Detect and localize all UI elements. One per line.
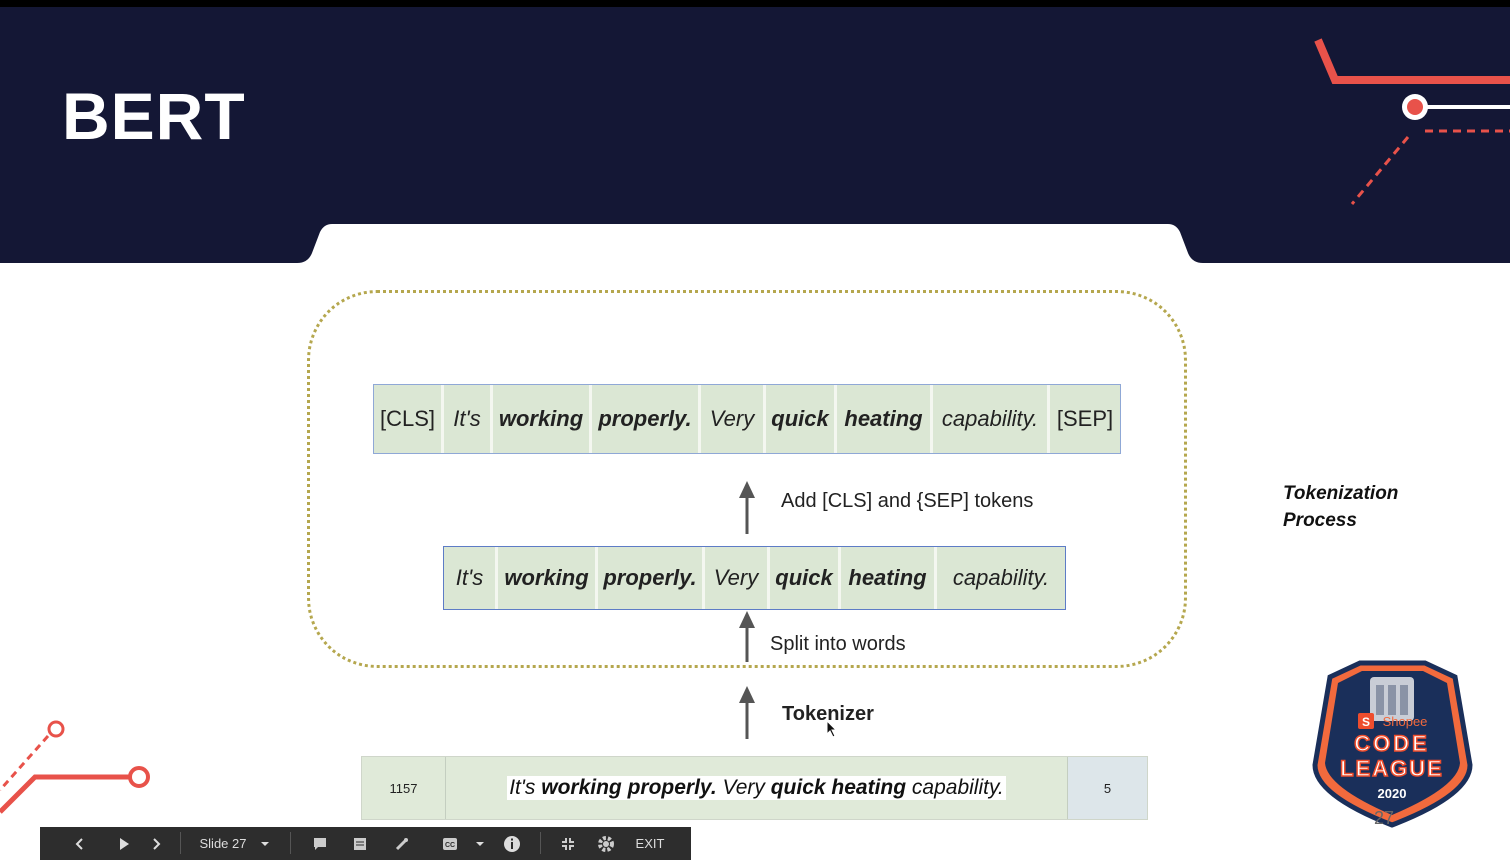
token-cls: [CLS]: [374, 385, 444, 453]
token: heating: [841, 547, 937, 609]
logo-year-text: 2020: [1378, 786, 1407, 801]
token: capability.: [952, 565, 1050, 590]
up-arrow-icon: [739, 611, 755, 662]
left-decoration: [0, 720, 150, 814]
token-sep: [SEP]: [1056, 406, 1114, 431]
review-text-cell: It's working properly. Very quick heatin…: [446, 757, 1067, 819]
rating-cell: 5: [1067, 757, 1147, 819]
slide-selector[interactable]: Slide 27: [190, 827, 280, 860]
token: capability.: [933, 385, 1050, 453]
tokenization-process-label: Tokenization Process: [1283, 483, 1399, 531]
token: quick: [770, 547, 841, 609]
comment-icon: [314, 837, 326, 850]
tokenization-process-frame: [307, 290, 1187, 668]
token: Very: [705, 547, 770, 609]
logo-line2-text: LEAGUE: [1340, 756, 1444, 781]
token: properly.: [592, 385, 701, 453]
step-tokenizer-label: Tokenizer: [782, 703, 874, 725]
logo-brand-text: Shopee: [1383, 714, 1428, 729]
toolbar-divider: [540, 832, 541, 854]
token: quick: [766, 385, 837, 453]
token-row-words: It's working properly. Very quick heatin…: [443, 546, 1066, 610]
toolbar-divider: [180, 832, 181, 854]
code-league-logo: S Shopee CODE LEAGUE 2020: [1312, 660, 1473, 828]
page-number: 27: [1374, 808, 1395, 828]
play-button[interactable]: [112, 827, 136, 860]
token: working: [493, 385, 592, 453]
slide-selector-label: Slide 27: [199, 836, 247, 851]
header-banner: [0, 7, 1510, 263]
svg-text:S: S: [1362, 715, 1370, 729]
token: It's: [444, 547, 498, 609]
step-add-tokens-label: Add [CLS] and {SEP] tokens: [781, 490, 1034, 512]
gear-icon: [598, 835, 614, 852]
next-icon: [153, 837, 161, 850]
token: properly.: [598, 547, 705, 609]
info-button[interactable]: [500, 827, 524, 860]
token: It's: [444, 385, 493, 453]
up-arrow-icon: [739, 481, 755, 534]
exit-fullscreen-icon: [562, 837, 574, 850]
next-slide-button[interactable]: [146, 827, 166, 860]
header-red-line: [1314, 38, 1510, 84]
token: Very: [701, 385, 766, 453]
slide-title: BERT: [62, 79, 246, 153]
token-row-with-special-tokens: [CLS] It's working properly. Very quick …: [373, 384, 1121, 454]
row-id-cell: 1157: [362, 757, 446, 819]
prev-slide-button[interactable]: [40, 827, 120, 860]
review-sentence: It's working properly. Very quick heatin…: [507, 776, 1006, 800]
up-arrow-icon: [739, 686, 755, 739]
data-table-row: 1157 It's working properly. Very quick h…: [361, 756, 1148, 820]
step-split-label: Split into words: [770, 633, 906, 655]
chevron-down-icon: [261, 841, 270, 846]
token: working: [498, 547, 598, 609]
prev-icon: [75, 837, 83, 850]
captions-icon: CC: [443, 837, 457, 850]
settings-button[interactable]: [594, 827, 618, 860]
screen-top-edge: [0, 0, 1510, 7]
laser-pointer-button[interactable]: [390, 827, 414, 860]
mouse-cursor-icon: [826, 720, 838, 738]
exit-fullscreen-button[interactable]: [556, 827, 580, 860]
toolbar-divider: [290, 832, 291, 854]
token: heating: [837, 385, 933, 453]
logo-line1-text: CODE: [1354, 731, 1430, 756]
comments-button[interactable]: [308, 827, 332, 860]
captions-button[interactable]: CC: [438, 827, 462, 860]
svg-text:CC: CC: [445, 842, 455, 849]
chevron-down-icon: [476, 841, 484, 846]
play-icon: [120, 837, 129, 850]
pointer-icon: [395, 837, 408, 850]
exit-button[interactable]: EXIT: [635, 836, 665, 851]
notes-icon: [354, 837, 366, 850]
speaker-notes-button[interactable]: [348, 827, 372, 860]
info-icon: [504, 835, 520, 852]
presentation-toolbar: Slide 27 CC EXIT: [40, 827, 691, 860]
captions-options-button[interactable]: [472, 827, 488, 860]
